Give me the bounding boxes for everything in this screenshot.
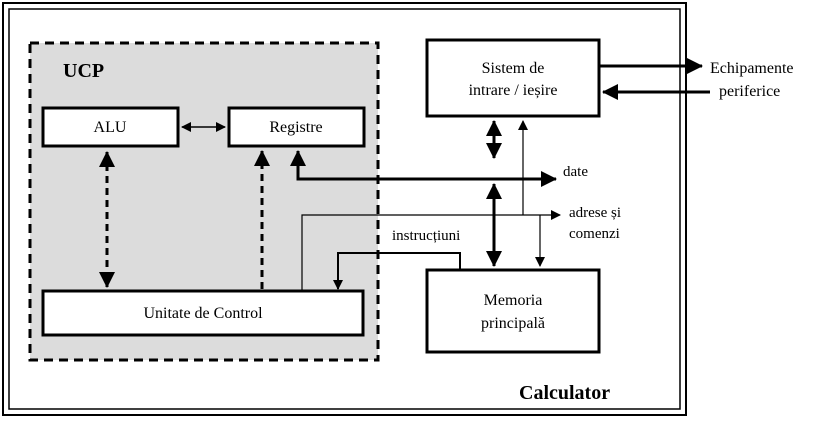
main-memory-block [425,268,601,354]
io-system-block [425,38,601,118]
control-unit-label: Unitate de Control [143,305,263,322]
peripherals-label-line1: Echipamente [710,60,794,77]
address-bus-label-line2: comenzi [569,226,620,242]
instruction-path [333,252,461,290]
computer-frame-outer [2,2,687,416]
data-bus-registers-link [290,150,490,181]
address-bus-line [301,210,561,291]
computer-frame-inner [8,8,681,410]
ucp-label: UCP [63,60,104,82]
address-bus-label-line1: adrese și [569,205,621,221]
peripherals-label-line2: periferice [719,83,780,100]
alu-label: ALU [94,119,127,136]
computer-label: Calculator [519,382,610,404]
io-label-line2: intrare / ieșire [469,82,558,99]
instructions-label: instrucțiuni [392,228,460,244]
memory-label-line1: Memoria [484,292,543,309]
control-unit-block [41,289,365,337]
data-bus-label: date [563,164,588,180]
registers-label: Registre [269,119,322,136]
registers-block [227,106,366,148]
io-label-line1: Sistem de [482,60,545,77]
memory-label-line2: principală [481,315,545,332]
alu-block [41,106,180,148]
